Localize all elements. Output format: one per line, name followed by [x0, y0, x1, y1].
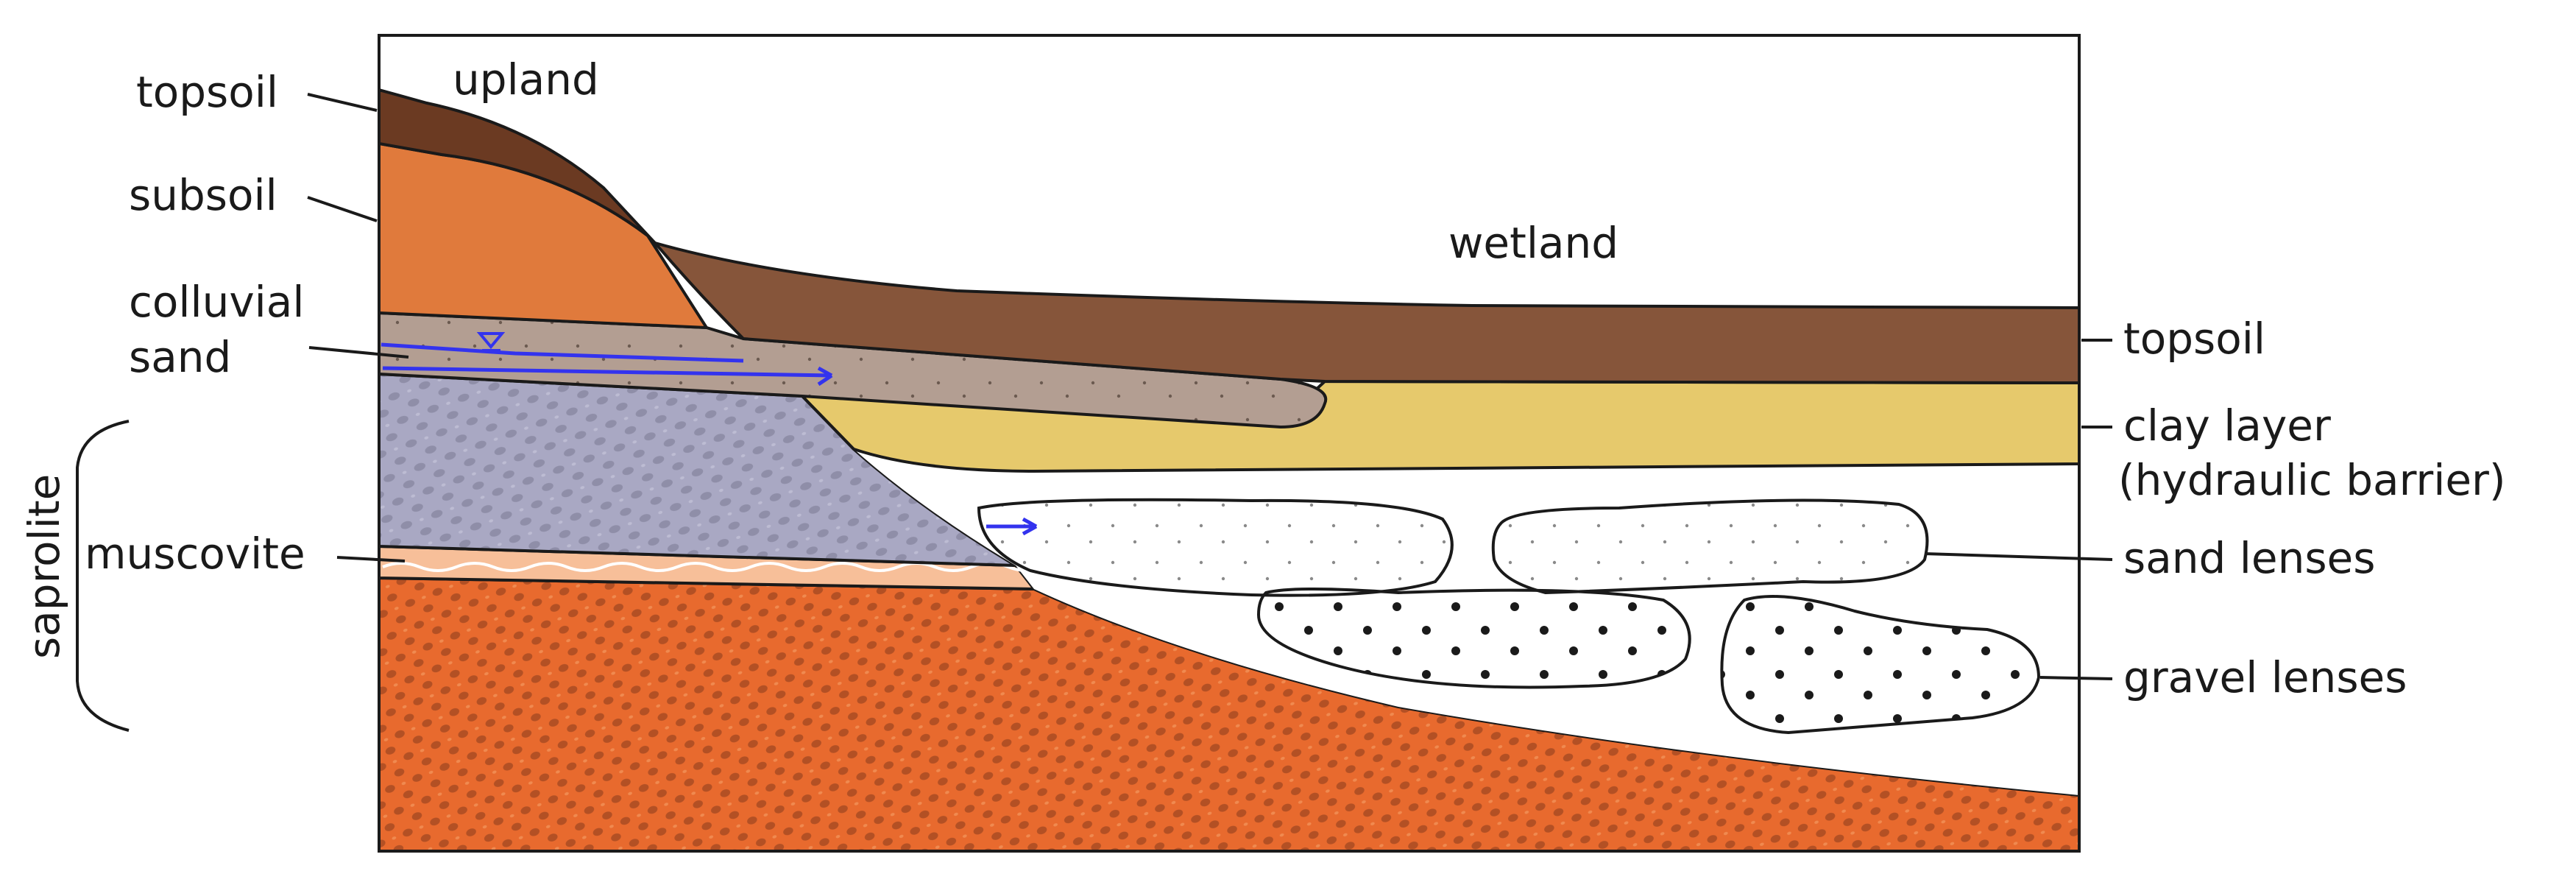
muscovite-wave — [382, 562, 1046, 572]
sand-lens-1 — [977, 498, 1454, 597]
label-topsoil-left: topsoil — [136, 67, 278, 117]
clay-layer — [799, 379, 2079, 473]
groundwater-flow-arrow-2 — [986, 517, 1038, 536]
label-clay-layer: clay layer — [2123, 401, 2331, 451]
groundwater-flow-arrow-1 — [382, 366, 833, 387]
label-subsoil: subsoil — [129, 170, 277, 220]
label-muscovite: muscovite — [85, 529, 305, 579]
label-wetland: wetland — [1448, 218, 1618, 268]
label-colluvial: colluvial — [129, 277, 304, 327]
leader-sand-lenses — [1924, 552, 2113, 561]
upland-topsoil-layer — [379, 88, 657, 244]
leader-subsoil — [307, 196, 378, 222]
label-sand-lenses: sand lenses — [2123, 533, 2375, 583]
leader-gravel-lenses — [2039, 676, 2113, 680]
label-upland: upland — [453, 54, 599, 105]
gravel-lens-2 — [1720, 595, 2041, 735]
sand-lens-2 — [1491, 498, 1929, 595]
gravel-lens-1 — [1256, 588, 1691, 689]
water-table-line — [381, 342, 744, 363]
section-frame — [378, 34, 2081, 853]
leader-colluvial-sand — [308, 346, 409, 359]
label-sand: sand — [129, 332, 231, 382]
leader-topsoil-left — [307, 93, 378, 112]
wetland-topsoil-layer — [651, 240, 2079, 385]
label-saprolite: saprolite — [19, 474, 69, 659]
label-gravel-lenses: gravel lenses — [2123, 652, 2407, 702]
label-hydraulic-barrier: (hydraulic barrier) — [2118, 455, 2506, 505]
leader-muscovite — [336, 556, 406, 563]
label-topsoil-right: topsoil — [2123, 314, 2265, 364]
section-layers — [379, 88, 2079, 851]
saprolite-bracket — [76, 420, 130, 732]
water-table-symbol — [476, 332, 506, 352]
